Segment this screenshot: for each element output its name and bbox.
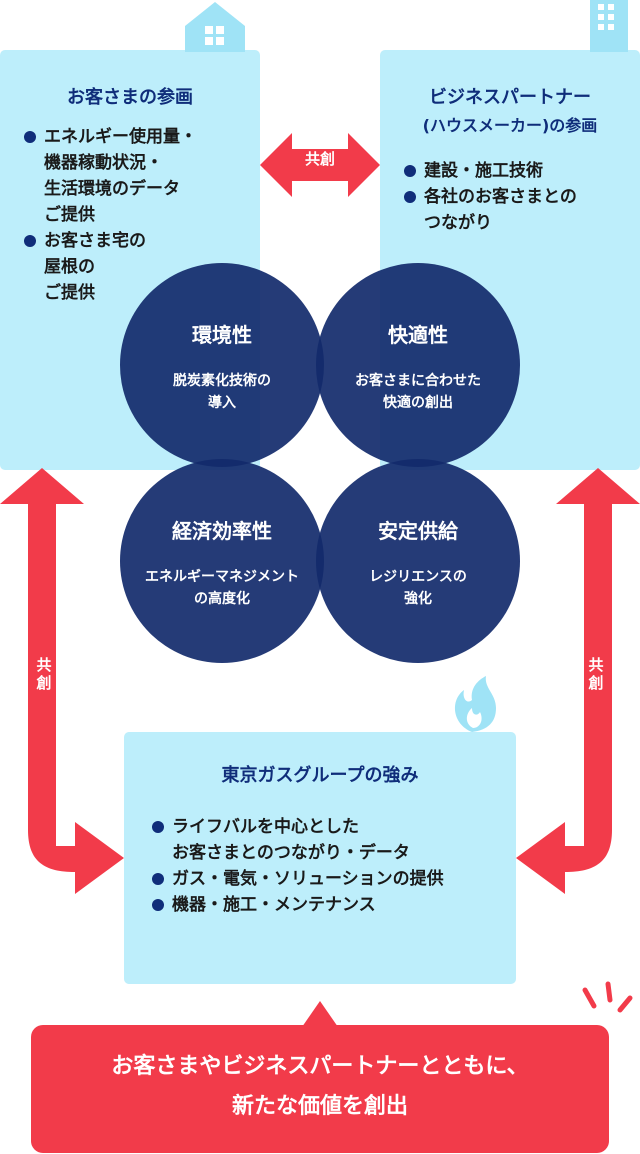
circle-environment (120, 263, 324, 467)
customer-item: エネルギー使用量・ 機器稼動状況・ 生活環境のデータ ご提供 (22, 124, 258, 228)
sparkle-icon (582, 981, 633, 1013)
house-icon (185, 2, 245, 52)
circle-comfort-sub: お客さまに合わせた 快適の創出 (355, 373, 481, 411)
circle-stable-supply-sub: レジリエンスの 強化 (369, 569, 467, 607)
circle-economic-efficiency-title: 経済効率性 (172, 519, 272, 543)
partner-list: 建設・施工技術 各社のお客さまとの つながり (402, 158, 638, 236)
value-creation-banner: お客さまやビジネスパートナーとともに、 新たな価値を創出 (31, 1025, 609, 1153)
circle-economic-efficiency (120, 459, 324, 663)
building-icon (590, 0, 628, 52)
circle-environment-title: 環境性 (192, 323, 252, 347)
customer-title: お客さまの参画 (67, 87, 193, 108)
tokyogas-item: 機器・施工・メンテナンス (150, 892, 510, 918)
banner-text: お客さまやビジネスパートナーとともに、 新たな価値を創出 (111, 1054, 529, 1119)
tokyogas-item: ライフバルを中心とした お客さまとのつながり・データ (150, 814, 510, 866)
circle-stable-supply-title: 安定供給 (378, 519, 458, 543)
kyoso-label-right: 共 創 (588, 656, 604, 692)
circle-comfort (316, 263, 520, 467)
circle-economic-efficiency-sub: エネルギーマネジメント の高度化 (145, 569, 299, 607)
circle-environment-sub: 脱炭素化技術の 導入 (173, 373, 271, 411)
circle-stable-supply (316, 459, 520, 663)
tokyogas-title: 東京ガスグループの強み (221, 765, 419, 786)
circle-comfort-title: 快適性 (388, 323, 448, 347)
kyoso-label-left: 共 創 (36, 656, 52, 692)
partner-title-line1: ビジネスパートナー (429, 87, 591, 108)
partner-item: 建設・施工技術 (402, 158, 638, 184)
tokyogas-list: ライフバルを中心とした お客さまとのつながり・データ ガス・電気・ソリューション… (150, 814, 510, 918)
flame-icon (454, 676, 496, 732)
customer-list: エネルギー使用量・ 機器稼動状況・ 生活環境のデータ ご提供 お客さま宅の 屋根… (22, 124, 258, 306)
partner-title: ビジネスパートナー (ハウスメーカー)の参画 (380, 84, 640, 140)
right-loop-arrow (516, 468, 640, 894)
partner-title-line2: (ハウスメーカー)の参画 (422, 116, 598, 135)
tokyogas-strengths-box: 東京ガスグループの強み ライフバルを中心とした お客さまとのつながり・データ ガ… (124, 732, 516, 984)
partner-item: 各社のお客さまとの つながり (402, 184, 638, 236)
customer-item: お客さま宅の 屋根の ご提供 (22, 228, 258, 306)
horizontal-double-arrow (260, 133, 380, 197)
tokyogas-item: ガス・電気・ソリューションの提供 (150, 866, 510, 892)
left-loop-arrow (0, 468, 124, 894)
kyoso-label-top: 共創 (304, 150, 335, 168)
